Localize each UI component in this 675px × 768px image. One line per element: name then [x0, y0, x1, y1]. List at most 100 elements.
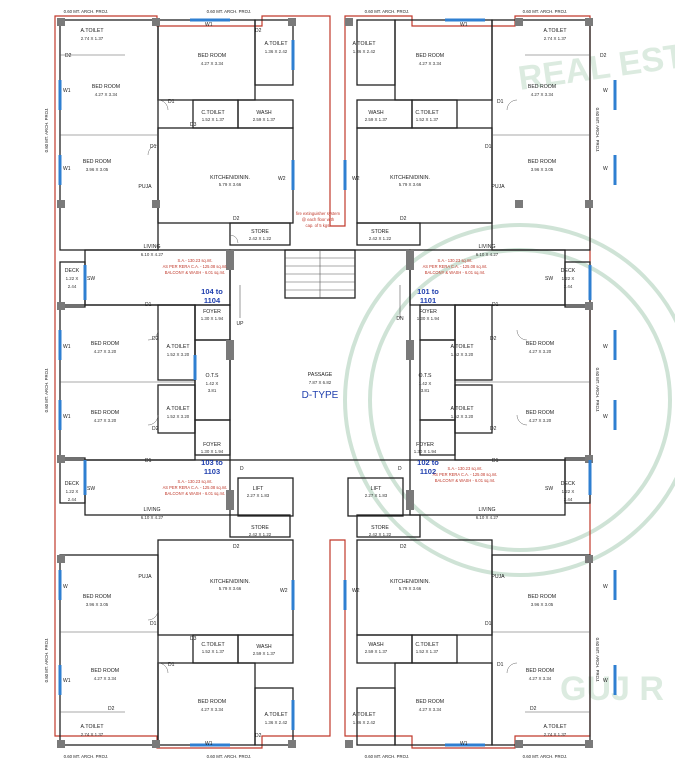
- room-foyer-tl: FOYER: [203, 309, 221, 315]
- room-a-toilet2-mr: A.TOILET: [451, 406, 475, 412]
- tag-d1-bl: D1: [145, 458, 152, 464]
- area-bl-2: AS PER RERA C.A. - 125.08 sq.mt.: [163, 485, 228, 490]
- room-bedroom-mr-dim: 4.27 X 3.20: [529, 349, 552, 354]
- room-store-tl: STORE: [251, 229, 269, 235]
- room-kitchen-tl-dim: 5.79 X 3.66: [219, 182, 242, 187]
- area-tr-3: BALCONY & WASH - 6.01 sq.mt.: [425, 270, 486, 275]
- room-living-tl: LIVING: [143, 244, 160, 250]
- plan-title: D-TYPE: [302, 390, 339, 401]
- tag-d2-bl3: D2: [255, 733, 262, 739]
- room-deck-bl: DECK: [65, 481, 80, 487]
- tag-d2-br: D2: [400, 544, 407, 550]
- room-bedroom-br: BED ROOM: [528, 594, 556, 600]
- room-bedroom-tr: BED ROOM: [528, 84, 556, 90]
- area-tl-3: BALCONY & WASH - 6.01 sq.mt.: [165, 270, 226, 275]
- room-living-tl-dim: 6.10 X 4.27: [141, 252, 164, 257]
- area-bl-1: S.A.- 130.23 sq.mt.: [177, 479, 212, 484]
- room-kitchen-br: KITCHEN/DININ.: [390, 579, 430, 585]
- room-kitchen-br-dim: 5.79 X 3.66: [399, 586, 422, 591]
- room-c-toilet-tr-dim: 1.52 X 1.37: [416, 117, 439, 122]
- room-living-br-dim: 6.10 X 4.27: [476, 515, 499, 520]
- room-store-br: STORE: [371, 525, 389, 531]
- area-br-2: AS PER RERA C.A. - 125.08 sq.mt.: [433, 472, 498, 477]
- tag-d1-br: D1: [492, 458, 499, 464]
- passage-name: PASSAGE: [308, 372, 333, 378]
- room-bedroom-tr-dim: 4.27 X 3.34: [531, 92, 554, 97]
- proj-label-left-top: 0.60 MT. ARCH. PROJ.: [44, 108, 49, 153]
- room-bedroom3-tr-dim: 4.27 X 3.34: [419, 61, 442, 66]
- tag-w1-ml: W1: [63, 344, 71, 350]
- room-bedroom-ml: BED ROOM: [91, 341, 119, 347]
- tag-d1-bl2: D1: [150, 621, 157, 627]
- room-a-toilet-bl: A.TOILET: [81, 724, 105, 730]
- room-kitchen-bl: KITCHEN/DININ.: [210, 579, 250, 585]
- room-bedroom2-mr: BED ROOM: [526, 410, 554, 416]
- room-c-toilet-bl: C.TOILET: [201, 642, 225, 648]
- room-bedroom3-br: BED ROOM: [416, 699, 444, 705]
- room-c-toilet-br: C.TOILET: [415, 642, 439, 648]
- room-kitchen-tr-dim: 5.79 X 3.66: [399, 182, 422, 187]
- watermark-text-bottom: GUJ R: [560, 670, 664, 708]
- room-foyer-bl: FOYER: [203, 442, 221, 448]
- room-wash-tl: WASH: [256, 110, 272, 116]
- door-swings: [147, 99, 528, 674]
- tag-w-br: W: [603, 584, 608, 590]
- room-bedroom3-tr: BED ROOM: [416, 53, 444, 59]
- proj-label-bl: 0.60 MT. ARCH. PROJ.: [64, 754, 109, 759]
- opening-tags: W1 W1 W1 W1 W2 SW W1 W1 SW W W1 W2 W1 W …: [63, 22, 608, 747]
- tag-d3-tl: D3: [190, 122, 197, 128]
- tag-w1-bl2: W1: [63, 678, 71, 684]
- room-store-br-dim: 2.42 X 1.22: [369, 532, 392, 537]
- tag-d1-br2: D1: [485, 621, 492, 627]
- room-ots-ml-dim2: 3.81: [208, 388, 217, 393]
- room-wash-bl-dim: 2.59 X 1.37: [253, 651, 276, 656]
- room-puja-br: PUJA: [491, 574, 505, 580]
- room-store-tr-dim: 2.42 X 1.22: [369, 236, 392, 241]
- flat-mid-right: A.TOILET 1.52 X 3.20 BED ROOM 4.27 X 3.2…: [414, 341, 554, 454]
- room-foyer-bl-dim: 1.30 X 1.94: [201, 449, 224, 454]
- room-a-toilet-bl2: A.TOILET: [265, 712, 289, 718]
- tag-sw-tl: SW: [87, 276, 95, 282]
- room-deck-br-dim2: 2.44: [564, 497, 573, 502]
- room-deck-tr-dim2: 2.44: [564, 284, 573, 289]
- room-living-tr: LIVING: [478, 244, 495, 250]
- room-ots-mr: O.T.S: [419, 373, 433, 379]
- room-foyer-tr: FOYER: [419, 309, 437, 315]
- room-bedroom-tl: BED ROOM: [92, 84, 120, 90]
- passage-dim: 7.87 X 6.82: [309, 380, 332, 385]
- room-bedroom2-br-dim: 4.27 X 3.34: [529, 676, 552, 681]
- proj-label-left-mid: 0.60 MT. ARCH. PROJ.: [44, 368, 49, 413]
- windows: [58, 18, 617, 747]
- area-tl-1: S.A.- 130.23 sq.mt.: [177, 258, 212, 263]
- proj-label-tr: 0.60 MT. ARCH. PROJ.: [523, 9, 568, 14]
- room-lift-l: LIFT: [253, 486, 264, 492]
- room-store-tl-dim: 2.42 X 1.22: [249, 236, 272, 241]
- room-living-br: LIVING: [478, 507, 495, 513]
- stair-treads: [285, 250, 355, 298]
- tag-d2-tl3: D2: [255, 28, 262, 34]
- tag-d2-ml: D2: [152, 336, 159, 342]
- room-bedroom2-ml-dim: 4.27 X 3.20: [94, 418, 117, 423]
- fire-note-1: fire extinguisher system: [296, 211, 340, 216]
- room-puja-tl: PUJA: [138, 184, 152, 190]
- room-bedroom-mr: BED ROOM: [526, 341, 554, 347]
- tag-d2-tl2: D2: [233, 216, 240, 222]
- room-ots-ml: O.T.S: [206, 373, 220, 379]
- room-bedroom-ml-dim: 4.27 X 3.20: [94, 349, 117, 354]
- flat-number-bl: 103 to: [201, 458, 223, 467]
- stair-down-label: DN: [396, 316, 404, 322]
- proj-label-right-bot: 0.60 MT. ARCH. PROJ.: [595, 638, 600, 683]
- room-a-toilet-bl-dim: 2.74 X 1.37: [81, 732, 104, 737]
- room-bedroom2-bl: BED ROOM: [91, 668, 119, 674]
- area-br-1: S.A.- 130.23 sq.mt.: [447, 466, 482, 471]
- fire-note-2: @ each floor with: [302, 217, 335, 222]
- tag-d1-tr2: D1: [485, 144, 492, 150]
- room-deck-tl: DECK: [65, 268, 80, 274]
- tag-w1-br: W1: [460, 741, 468, 747]
- room-lift-l-dim: 2.27 X 1.83: [247, 493, 270, 498]
- tag-sw-tr: SW: [545, 276, 553, 282]
- tag-d2-tl: D2: [65, 53, 72, 59]
- room-a-toilet-br2: A.TOILET: [353, 712, 377, 718]
- room-living-bl: LIVING: [143, 507, 160, 513]
